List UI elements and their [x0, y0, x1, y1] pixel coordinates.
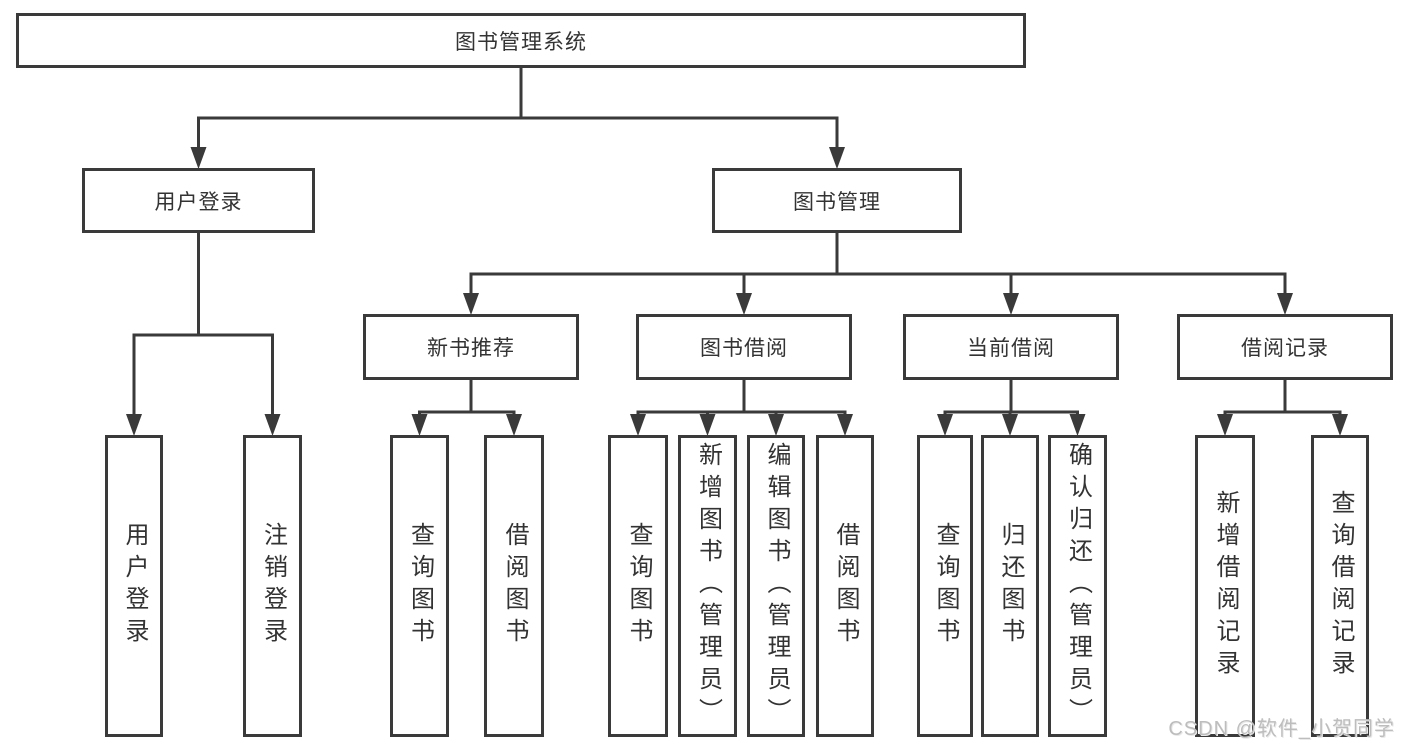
node-leaf-user-login: 用户登录: [105, 435, 163, 737]
node-leaf-query-books-3: 查询图书: [917, 435, 973, 737]
node-book-management: 图书管理: [712, 168, 962, 233]
node-leaf-add-borrow-record: 新增借阅记录: [1195, 435, 1255, 737]
node-leaf-borrow-books-2: 借阅图书: [816, 435, 874, 737]
node-leaf-logout: 注销登录: [243, 435, 302, 737]
arrow-down-icon: [1277, 293, 1293, 315]
node-leaf-query-books-2: 查询图书: [608, 435, 668, 737]
node-leaf-confirm-return-admin: 确认归还（管理员）: [1048, 435, 1107, 737]
arrow-down-icon: [190, 147, 207, 169]
arrow-down-icon: [829, 147, 845, 169]
arrow-down-icon: [411, 414, 428, 436]
watermark: CSDN @软件_小贺同学: [1168, 718, 1395, 740]
node-library-system: 图书管理系统: [16, 13, 1026, 68]
node-new-book-recommend: 新书推荐: [363, 314, 579, 380]
arrow-down-icon: [463, 293, 479, 315]
arrow-down-icon: [1069, 414, 1086, 436]
arrow-down-icon: [1002, 414, 1018, 436]
arrow-down-icon: [1217, 414, 1233, 436]
node-leaf-borrow-books-1: 借阅图书: [484, 435, 544, 737]
arrow-down-icon: [937, 414, 953, 436]
node-leaf-add-book-admin: 新增图书（管理员）: [678, 435, 737, 737]
node-user-login: 用户登录: [82, 168, 315, 233]
arrow-down-icon: [768, 414, 784, 436]
node-leaf-query-borrow-record: 查询借阅记录: [1311, 435, 1369, 737]
arrow-down-icon: [1332, 414, 1348, 436]
arrow-down-icon: [264, 414, 281, 436]
node-borrow-records: 借阅记录: [1177, 314, 1393, 380]
arrow-down-icon: [506, 414, 522, 436]
node-leaf-query-books-1: 查询图书: [390, 435, 449, 737]
arrow-down-icon: [126, 414, 142, 436]
arrow-down-icon: [837, 414, 853, 436]
node-leaf-return-books: 归还图书: [981, 435, 1039, 737]
node-book-borrowing: 图书借阅: [636, 314, 852, 380]
arrow-down-icon: [736, 293, 752, 315]
node-leaf-edit-book-admin: 编辑图书（管理员）: [747, 435, 805, 737]
arrow-down-icon: [699, 414, 716, 436]
arrow-down-icon: [630, 414, 646, 436]
node-current-borrowing: 当前借阅: [903, 314, 1119, 380]
arrow-down-icon: [1003, 293, 1019, 315]
